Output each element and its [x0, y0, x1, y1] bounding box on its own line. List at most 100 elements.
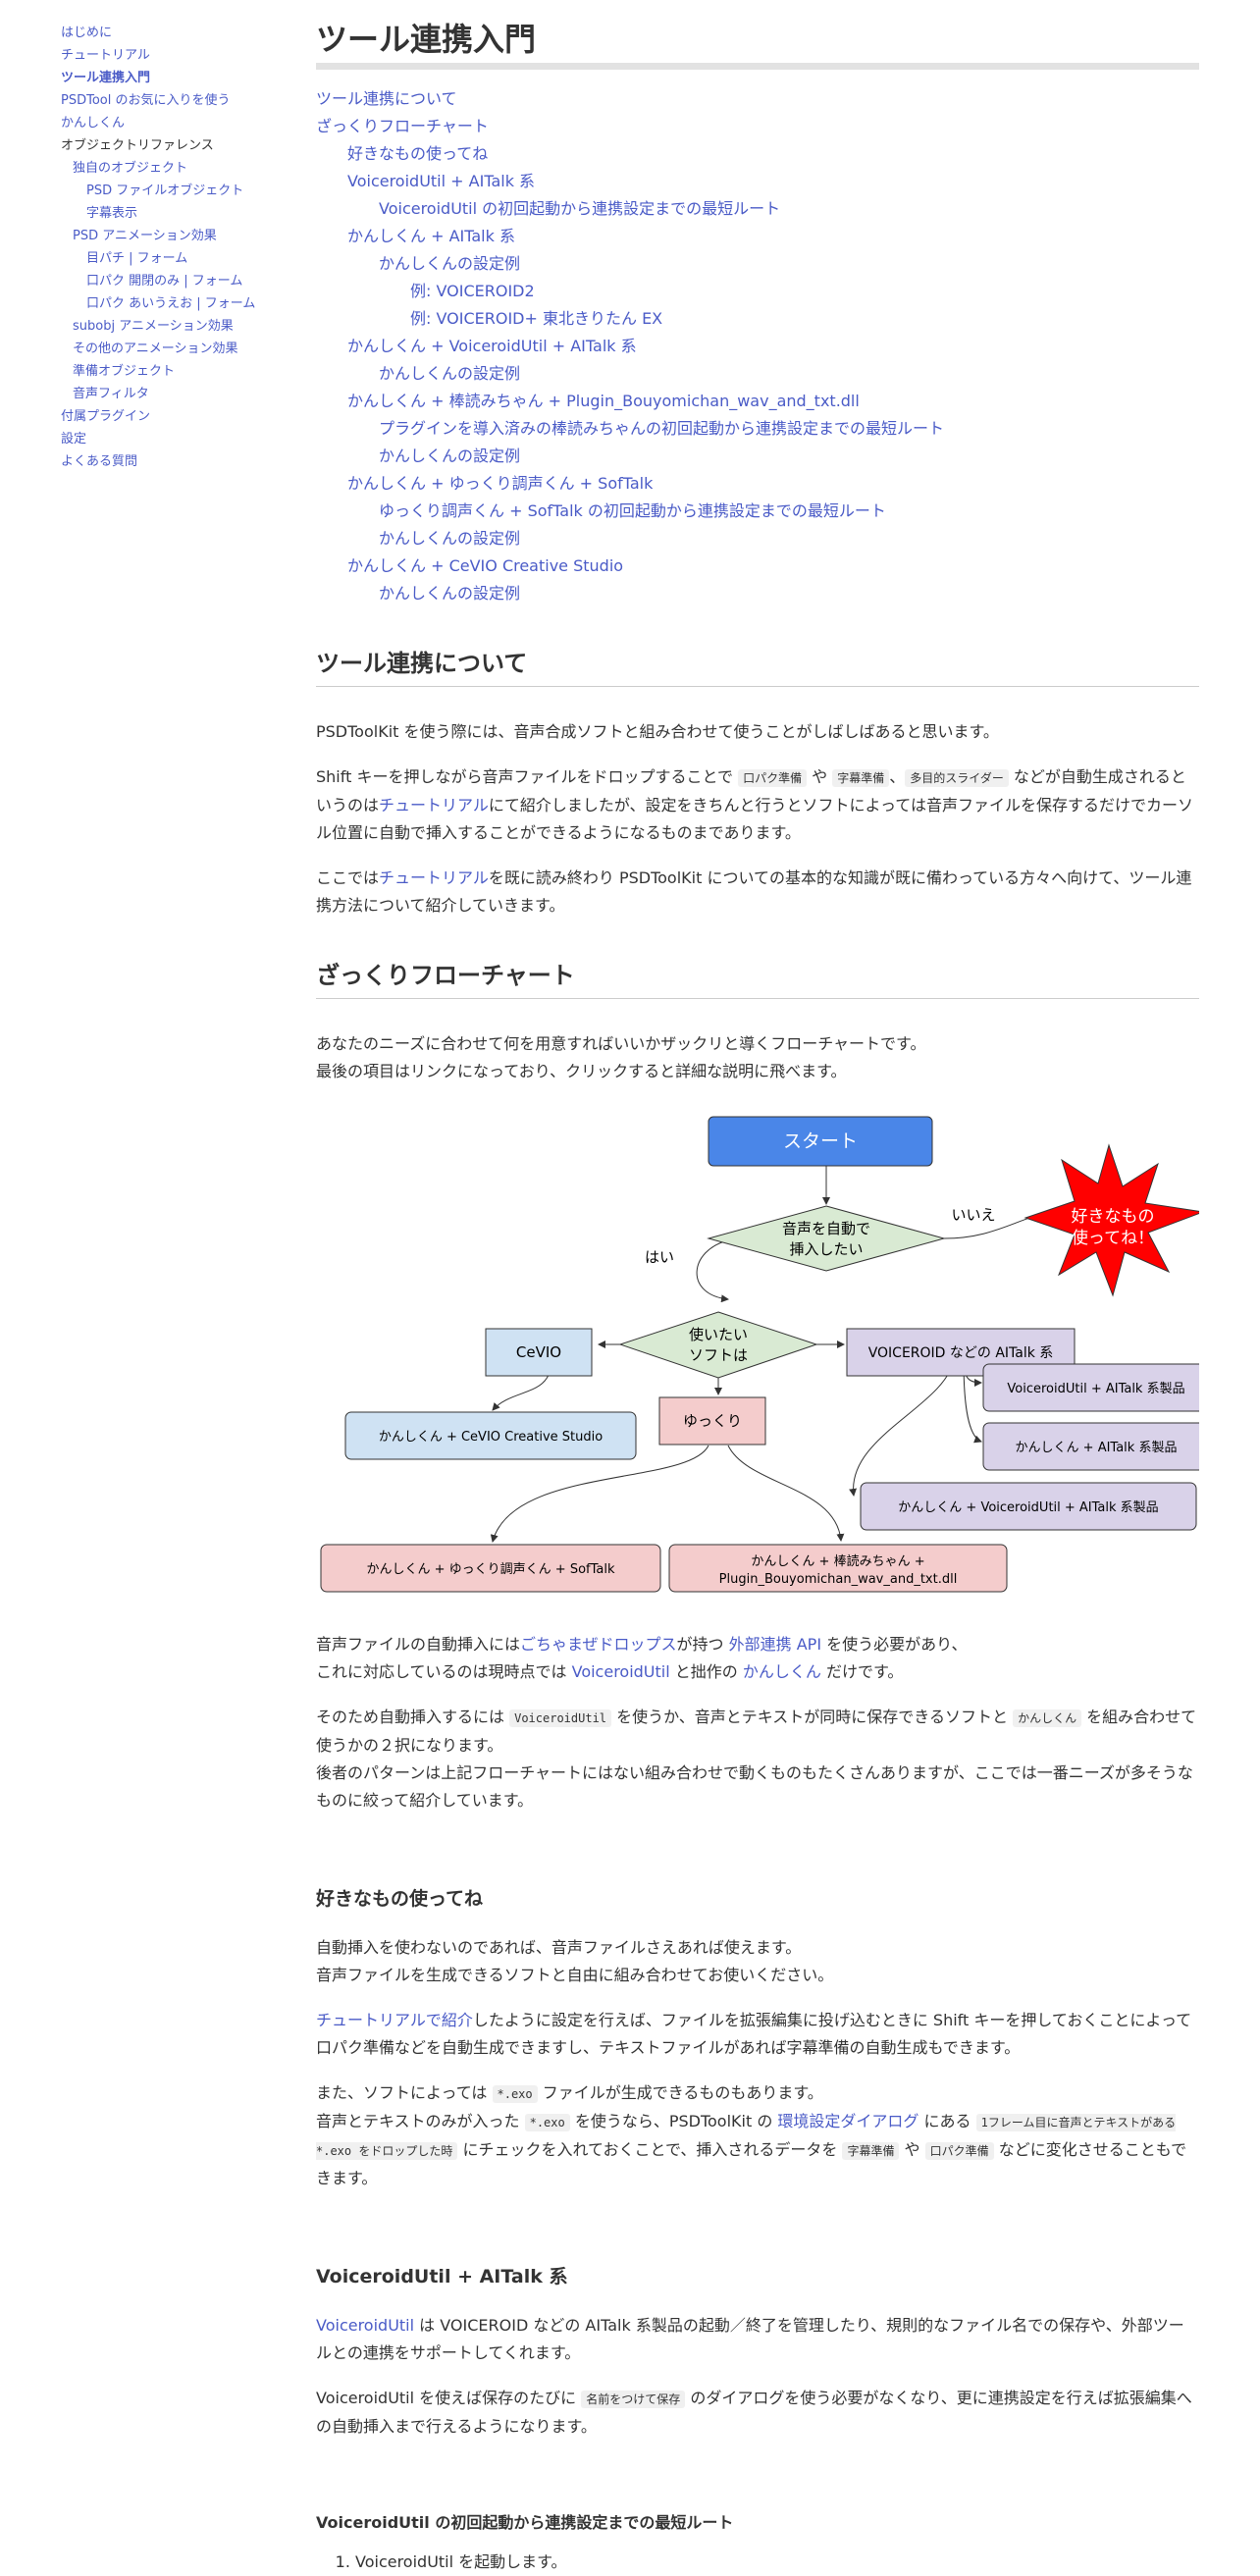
svg-text:VOICEROID などの AITalk 系: VOICEROID などの AITalk 系 [868, 1345, 1054, 1361]
flow-link-voiceroidutil[interactable]: VoiceroidUtil + AITalk 系製品 [982, 1363, 1199, 1412]
svg-text:使いたい: 使いたい [689, 1326, 748, 1343]
sidebar-item[interactable]: PSD アニメーション効果 [73, 229, 217, 243]
link-settings-dialog[interactable]: 環境設定ダイアログ [777, 2112, 919, 2130]
sidebar-item[interactable]: 設定 [61, 432, 87, 447]
svg-text:音声を自動で: 音声を自動で [782, 1220, 870, 1237]
flow-node-voiceroid [846, 1328, 1076, 1377]
flowchart: スタート 音声を自動で 挿入したい いいえ はい 好きなもの 使ってね！ 使いた… [320, 1116, 1199, 1593]
link-external-api[interactable]: 外部連携 API [728, 1635, 822, 1654]
sidebar-item[interactable]: その他のアニメーション効果 [73, 342, 238, 356]
toc-item[interactable]: かんしくんの設定例 [379, 447, 521, 465]
flow-link-kanshikun-voiceroidutil[interactable]: かんしくん + VoiceroidUtil + AITalk 系製品 [860, 1482, 1197, 1531]
section-heading-favorite: 好きなもの使ってね [316, 1888, 484, 1910]
toc-item[interactable]: 例: VOICEROID+ 東北きりたん EX [410, 309, 663, 328]
flow-start-label: スタート [783, 1130, 858, 1152]
favorite-paragraph-3: また、ソフトによっては *.exo ファイルが生成できるものもあります。音声とテ… [316, 2083, 1187, 2187]
toc-item[interactable]: VoiceroidUtil + AITalk 系 [347, 172, 536, 190]
svg-text:挿入したい: 挿入したい [789, 1240, 863, 1258]
sidebar-item[interactable]: 独自のオブジェクト [73, 161, 188, 176]
flow-link-cevio[interactable]: かんしくん + CeVIO Creative Studio [344, 1411, 637, 1460]
about-paragraph-1: PSDToolKit を使う際には、音声合成ソフトと組み合わせて使うことがしばし… [316, 722, 999, 741]
toc-item[interactable]: ゆっくり調声くん + SofTalk の初回起動から連携設定までの最短ルート [379, 501, 886, 520]
flow-node-cevio [485, 1328, 593, 1377]
toc-item[interactable]: かんしくんの設定例 [379, 529, 521, 548]
toc-item[interactable]: かんしくんの設定例 [379, 584, 521, 603]
toc-item[interactable]: 好きなもの使ってね [347, 144, 489, 163]
toc-item[interactable]: 例: VOICEROID2 [410, 282, 535, 300]
flow-label-no: いいえ [951, 1206, 995, 1224]
svg-text:CeVIO: CeVIO [516, 1343, 561, 1361]
toc-item[interactable]: VoiceroidUtil の初回起動から連携設定までの最短ルート [379, 199, 781, 218]
favorite-paragraph-2: チュートリアルで紹介したように設定を行えば、ファイルを拡張編集に投げ込むときに … [316, 2011, 1192, 2057]
sidebar-item[interactable]: PSDTool のお気に入りを使う [61, 93, 231, 108]
flow-label-yes: はい [645, 1248, 674, 1266]
code-multi-slider: 多目的スライダー [905, 769, 1009, 787]
flow-after-1: 音声ファイルの自動挿入にはごちゃまぜドロップスが持つ 外部連携 API を使う必… [316, 1635, 968, 1681]
flow-link-yukkuri[interactable]: かんしくん + ゆっくり調声くん + SofTalk [320, 1544, 661, 1593]
link-tutorial[interactable]: チュートリアル [379, 796, 489, 815]
toc-item[interactable]: ざっくりフローチャート [316, 117, 489, 135]
sidebar-item[interactable]: 付属プラグイン [61, 409, 151, 424]
flow-intro: あなたのニーズに合わせて何を用意すればいいかザックリと導くフローチャートです。最… [316, 1034, 926, 1080]
sidebar-item[interactable]: ツール連携入門 [61, 71, 151, 85]
page-title: ツール連携入門 [316, 21, 537, 58]
link-tutorial-intro[interactable]: チュートリアルで紹介 [316, 2011, 473, 2029]
section-heading-about: ツール連携について [316, 647, 1199, 687]
svg-text:かんしくん + CeVIO Creative Studio: かんしくん + CeVIO Creative Studio [379, 1430, 603, 1445]
sidebar-item[interactable]: 準備オブジェクト [73, 364, 176, 379]
sidebar-item[interactable]: 口パク あいうえお | フォーム [86, 296, 256, 311]
link-gochamaze[interactable]: ごちゃまぜドロップス [520, 1635, 677, 1654]
sidebar-item[interactable]: かんしくん [61, 116, 126, 131]
toc-item[interactable]: かんしくん + VoiceroidUtil + AITalk 系 [347, 337, 637, 355]
flow-start-node [708, 1116, 933, 1167]
code-lipsync-prep: 口パク準備 [738, 769, 808, 787]
svg-text:ゆっくり: ゆっくり [683, 1412, 742, 1430]
sidebar-item[interactable]: 字幕表示 [86, 206, 138, 221]
sidebar-item[interactable]: PSD ファイルオブジェクト [86, 184, 244, 198]
table-of-contents: ツール連携についてざっくりフローチャート好きなもの使ってね VoiceroidUt… [316, 85, 1199, 607]
toc-item[interactable]: かんしくんの設定例 [379, 254, 521, 273]
sidebar-item[interactable]: はじめに [61, 26, 113, 40]
svg-text:かんしくん + 棒読みちゃん +: かんしくん + 棒読みちゃん + [751, 1553, 924, 1569]
flow-node-yukkuri [658, 1396, 766, 1446]
vu-paragraph-2: VoiceroidUtil を使えば保存のたびに 名前をつけて保存 のダイアログ… [316, 2389, 1192, 2436]
vu-paragraph-1: VoiceroidUtil は VOICEROID などの AITalk 系製品… [316, 2316, 1184, 2362]
flow-link-favorite[interactable]: 好きなもの 使ってね！ [1072, 1207, 1155, 1248]
sidebar-item[interactable]: subobj アニメーション効果 [73, 319, 234, 334]
svg-text:Plugin_Bouyomichan_wav_and_txt: Plugin_Bouyomichan_wav_and_txt.dll [719, 1572, 958, 1587]
section-heading-vu-shortest: VoiceroidUtil の初回起動から連携設定までの最短ルート [316, 2513, 734, 2532]
svg-text:かんしくん + AITalk 系製品: かんしくん + AITalk 系製品 [1016, 1441, 1178, 1455]
svg-text:かんしくん + ゆっくり調声くん + SofTalk: かんしくん + ゆっくり調声くん + SofTalk [367, 1562, 615, 1577]
sidebar-item[interactable]: よくある質問 [61, 454, 138, 469]
about-paragraph-3: ここではチュートリアルを既に読み終わり PSDToolKit についての基本的な… [316, 868, 1192, 915]
toc-item[interactable]: かんしくん + ゆっくり調声くん + SofTalk [347, 474, 654, 493]
flow-question-software [618, 1311, 818, 1379]
toc-item[interactable]: ツール連携について [316, 89, 457, 108]
link-voiceroidutil[interactable]: VoiceroidUtil [571, 1662, 670, 1681]
sidebar-item[interactable]: 口パク 開閉のみ | フォーム [86, 274, 243, 289]
sidebar-item[interactable]: 音声フィルタ [73, 387, 149, 401]
title-underline [316, 63, 1199, 70]
toc-item[interactable]: かんしくん + AITalk 系 [347, 227, 515, 245]
section-heading-flowchart: ざっくりフローチャート [316, 959, 1199, 999]
section-heading-voiceroidutil: VoiceroidUtil + AITalk 系 [316, 2266, 568, 2287]
toc-item[interactable]: プラグインを導入済みの棒読みちゃんの初回起動から連携設定までの最短ルート [379, 419, 945, 438]
toc-item[interactable]: かんしくんの設定例 [379, 364, 521, 383]
link-voiceroidutil-2[interactable]: VoiceroidUtil [316, 2316, 415, 2335]
toc-item[interactable]: かんしくん + 棒読みちゃん + Plugin_Bouyomichan_wav_… [347, 392, 860, 410]
svg-text:好きなもの: 好きなもの [1072, 1207, 1155, 1227]
sidebar-item: オブジェクトリファレンス [61, 138, 214, 153]
link-tutorial-2[interactable]: チュートリアル [379, 868, 489, 887]
flow-question-auto-insert [707, 1205, 946, 1272]
sidebar-item[interactable]: チュートリアル [61, 48, 150, 63]
toc-item[interactable]: かんしくん + CeVIO Creative Studio [347, 556, 624, 575]
svg-text:VoiceroidUtil + AITalk 系製品: VoiceroidUtil + AITalk 系製品 [1007, 1382, 1184, 1396]
svg-text:ソフトは: ソフトは [689, 1346, 748, 1364]
flow-link-kanshikun-aitalk[interactable]: かんしくん + AITalk 系製品 [982, 1422, 1199, 1471]
flow-star-favorite [1024, 1143, 1199, 1297]
svg-text:かんしくん + VoiceroidUtil + AITalk: かんしくん + VoiceroidUtil + AITalk 系製品 [898, 1500, 1158, 1515]
link-kanshikun[interactable]: かんしくん [742, 1662, 821, 1681]
flow-link-bouyomi[interactable]: かんしくん + 棒読みちゃん + Plugin_Bouyomichan_wav_… [668, 1544, 1008, 1593]
sidebar-item[interactable]: 目パチ | フォーム [86, 251, 188, 266]
